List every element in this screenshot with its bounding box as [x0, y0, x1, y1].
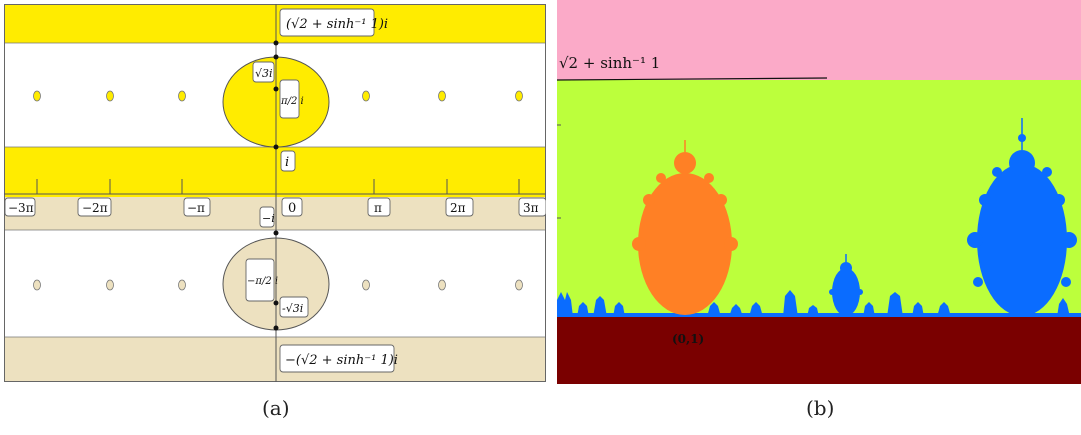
axis-label: −3π	[8, 201, 34, 215]
fringe-base	[557, 313, 1081, 317]
fringe	[593, 296, 607, 317]
axis-point	[273, 86, 279, 92]
orange-bulb-side	[724, 237, 738, 251]
axis-label: π	[374, 201, 382, 215]
pink-region	[557, 0, 1081, 80]
point-label: (0,1)	[672, 332, 704, 346]
lower-dot	[362, 279, 370, 291]
axis-label: −π	[187, 201, 205, 215]
bottom-label: −(√2 + sinh⁻¹ 1)i	[285, 353, 398, 368]
large-bulb-body	[977, 164, 1067, 316]
caption-a: (a)	[262, 396, 290, 420]
lower-dot	[106, 279, 114, 291]
fringe	[1057, 298, 1070, 317]
caption-b: (b)	[806, 396, 835, 420]
middle-yellow-band	[4, 147, 546, 197]
i-label: i	[285, 155, 289, 170]
pi-half-i-label: π/2 i	[280, 96, 304, 107]
fringe	[557, 292, 573, 317]
panel-a-diagram: (√2 + sinh⁻¹ 1)i √3i π/2 i i −i 0 −π/2 i…	[4, 4, 546, 382]
large-bulb-side	[1061, 277, 1071, 287]
large-blue-bulb	[967, 118, 1077, 316]
upper-dot	[106, 90, 114, 102]
large-bulb-side	[967, 232, 983, 248]
small-bulb-body	[832, 268, 860, 316]
orange-bulb	[632, 140, 738, 315]
large-bulb-side	[979, 194, 991, 206]
axis-points	[273, 40, 279, 331]
orange-bulb-side	[643, 194, 655, 206]
axis-label: −2π	[82, 201, 108, 215]
axis-point	[273, 40, 279, 46]
axis-label: 2π	[450, 201, 466, 215]
lower-dot	[33, 279, 41, 291]
axis-point	[273, 230, 279, 236]
large-bulb-side	[1061, 232, 1077, 248]
large-bulb-side	[992, 167, 1002, 177]
upper-dot	[362, 90, 370, 102]
upper-dot	[178, 90, 186, 102]
lower-dots	[33, 279, 523, 291]
large-bulb-antenna	[1018, 134, 1026, 142]
threshold-line	[557, 77, 828, 81]
upper-dots	[33, 90, 523, 102]
axis-ticks	[36, 179, 520, 194]
lower-dot	[178, 279, 186, 291]
bottom-tan-band	[4, 337, 546, 382]
large-bulb-side	[973, 277, 983, 287]
neg-i-label: −i	[262, 212, 275, 225]
small-bulb-side	[857, 289, 863, 295]
orange-bulb-head	[674, 152, 696, 174]
axis-point	[273, 325, 279, 331]
upper-dot	[438, 90, 446, 102]
large-bulb-side	[1042, 167, 1052, 177]
small-bulb-head	[840, 262, 852, 274]
lower-dot	[438, 279, 446, 291]
orange-bulb-side	[704, 173, 714, 183]
orange-bulb-side	[715, 194, 727, 206]
axis-point	[273, 300, 279, 306]
small-bulb-side	[829, 289, 835, 295]
large-bulb-head	[1009, 150, 1035, 176]
panel-b-fractal: √2 + sinh⁻¹ 1 (0,1)	[557, 0, 1081, 384]
orange-bulb-side	[632, 237, 646, 251]
orange-bulb-body	[638, 173, 732, 315]
neg-pi-half-i-label: −π/2 i	[247, 276, 278, 287]
axis-label: 3π	[523, 201, 539, 215]
axis-point	[273, 54, 279, 60]
top-label: (√2 + sinh⁻¹ 1)i	[286, 17, 388, 32]
top-label: √2 + sinh⁻¹ 1	[559, 54, 660, 72]
lower-dot	[515, 279, 523, 291]
blue-fringe	[557, 290, 1081, 317]
neg-sqrt3i-label: -√3i	[282, 302, 303, 315]
large-bulb-side	[1053, 194, 1065, 206]
small-blue-bulb	[829, 254, 863, 316]
sqrt3i-label: √3i	[255, 67, 273, 80]
top-yellow-band	[4, 4, 546, 43]
fringe	[887, 292, 903, 317]
orange-bulb-side	[656, 173, 666, 183]
upper-dot	[515, 90, 523, 102]
upper-dot	[33, 90, 41, 102]
maroon-region	[557, 317, 1081, 384]
axis-point	[273, 144, 279, 150]
zero-label: 0	[288, 201, 296, 216]
fringe	[783, 290, 798, 317]
